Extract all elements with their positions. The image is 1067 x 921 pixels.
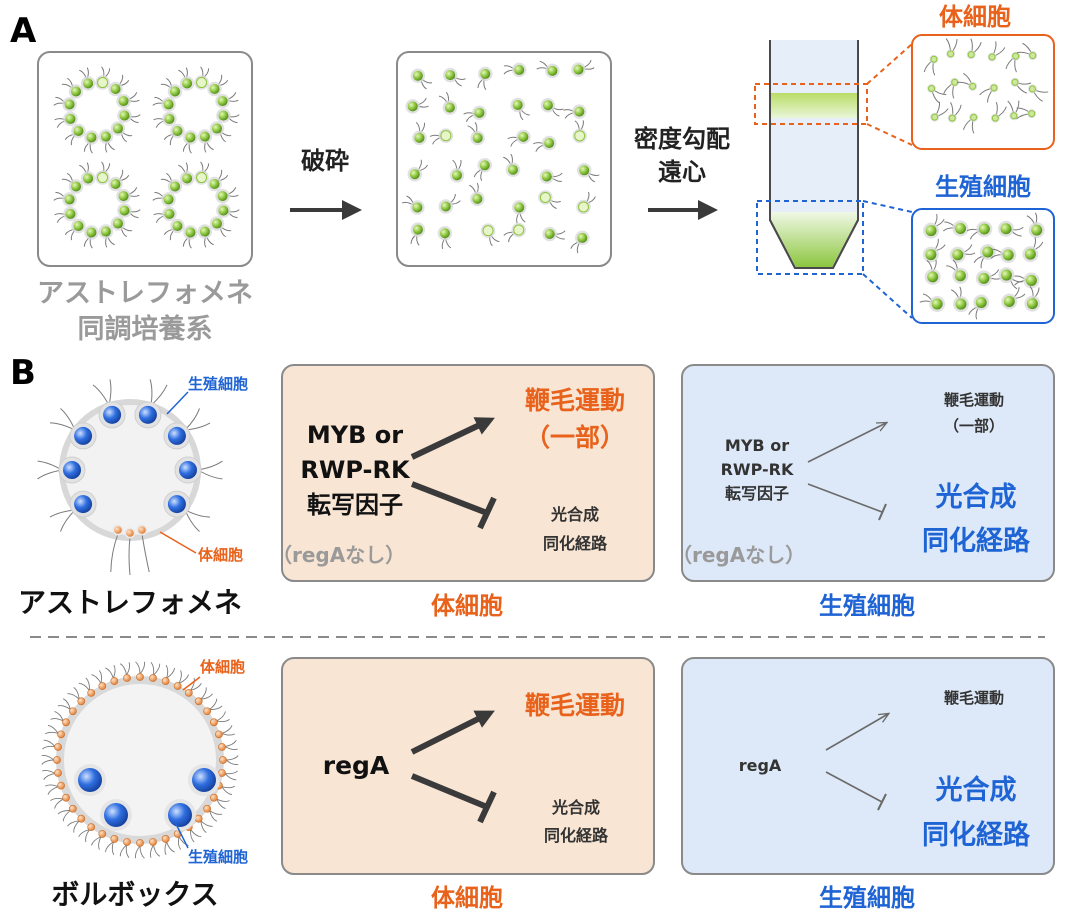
astre-somatic-cell-label: 体細胞 [198, 546, 243, 564]
astre-organism-name: アストレフォメネ [18, 586, 242, 619]
volvox-germ-down-target-line1: 光合成 [935, 774, 1017, 806]
centrifuge-tube [769, 40, 859, 269]
germ-zoom-line-top [862, 200, 913, 213]
dissociated-cells [402, 59, 600, 254]
germ-cells-zoom [919, 212, 1045, 320]
astre-germ-repress-line [807, 483, 883, 513]
volvox-somatic-caption: 体細胞 [431, 884, 503, 912]
volvox-somatic-box [281, 657, 655, 875]
astre-germ-factor-line1: MYB or [725, 436, 789, 455]
volvox-germ-down-target-line2: 同化経路 [922, 819, 1031, 851]
astre-germ-factor-line3: 転写因子 [725, 484, 789, 503]
astre-germ-cell-label: 生殖細胞 [188, 375, 248, 393]
astre-germ-factor-line2: RWP-RK [721, 460, 794, 479]
volvox-germ-activate-arrow [825, 714, 888, 751]
astre-somatic-repress-bar [477, 496, 497, 530]
panel-a-label: A [10, 11, 37, 51]
colony-caption-line2: 同調培養系 [78, 313, 213, 345]
volvox-germ-pointer [174, 821, 189, 849]
volvox-organism-name: ボルボックス [51, 878, 218, 911]
somatic-title: 体細胞 [939, 3, 1011, 31]
germ-zoom-box [911, 208, 1055, 324]
somatic-zoom-line-bottom [866, 123, 913, 146]
astre-germ-up-target-line1: 鞭毛運動 [944, 391, 1004, 409]
astre-somatic-down-target-line2: 同化経路 [543, 534, 608, 553]
step2-label-line2: 遠心 [658, 158, 706, 186]
astre-germ-up-target-line2: （一部） [944, 417, 1004, 435]
step2-label-line1: 密度勾配 [634, 125, 730, 153]
astre-somatic-note: （regAなし） [272, 543, 405, 567]
astre-somatic-factor-line2: RWP-RK [300, 456, 411, 484]
astre-somatic-box [281, 364, 655, 582]
step1-label: 破砕 [301, 147, 349, 175]
panel-b-label: B [10, 353, 36, 393]
volvox-somatic-down-target-line2: 同化経路 [544, 826, 609, 845]
astre-somatic-factor-line3: 転写因子 [307, 491, 403, 519]
volvox-somatic-activate-arrow [410, 710, 495, 755]
astre-germ-down-target-line1: 光合成 [935, 481, 1017, 513]
colony-caption-line1: アストレフォメネ [37, 278, 253, 309]
astre-somatic-factor-line1: MYB or [307, 421, 403, 449]
astre-somatic-repress-line [410, 481, 489, 516]
volvox-germ-factor: regA [739, 756, 782, 775]
volvox-somatic-down-target-line1: 光合成 [551, 798, 600, 817]
astre-somatic-down-target-line1: 光合成 [550, 505, 599, 524]
astre-somatic-up-target-line1: 鞭毛運動 [525, 386, 625, 415]
astre-germ-pointer [166, 391, 189, 415]
volvox-somatic-factor: regA [323, 751, 390, 780]
volvox-colony [41, 661, 239, 859]
volvox-germ-repress-bar [877, 793, 887, 811]
astrephomene-colony [37, 379, 223, 576]
astre-germ-caption: 生殖細胞 [819, 592, 915, 620]
astre-somatic-pointer [159, 531, 197, 554]
volvox-germ-caption: 生殖細胞 [819, 884, 915, 912]
astre-germ-note: （regAなし） [672, 543, 805, 567]
volvox-somatic-repress-bar [477, 790, 497, 824]
astre-germ-down-target-line2: 同化経路 [922, 525, 1031, 557]
astre-germ-box [681, 364, 1055, 582]
somatic-band-selection [754, 83, 868, 125]
astre-somatic-up-target-line2: （一部） [525, 423, 625, 452]
volvox-germ-box [681, 657, 1055, 875]
volvox-germ-up-target: 鞭毛運動 [944, 689, 1004, 707]
astre-somatic-caption: 体細胞 [431, 592, 503, 620]
volvox-germ-cell-label: 生殖細胞 [188, 848, 248, 866]
germ-zoom-line-bottom [862, 273, 913, 319]
germ-title: 生殖細胞 [935, 173, 1031, 201]
volvox-somatic-repress-line [410, 773, 489, 810]
somatic-zoom-line-top [866, 43, 913, 85]
somatic-cells-zoom [923, 38, 1049, 134]
colony-box [37, 51, 253, 267]
volvox-somatic-cell-label: 体細胞 [200, 658, 245, 676]
volvox-somatic-pointer [182, 676, 201, 691]
colony-group [53, 66, 240, 249]
astre-germ-repress-bar [878, 503, 887, 521]
volvox-germ-repress-line [825, 771, 883, 803]
astre-somatic-activate-arrow [410, 417, 495, 460]
volvox-somatic-up-target: 鞭毛運動 [525, 691, 625, 720]
astre-germ-activate-arrow [807, 423, 886, 463]
